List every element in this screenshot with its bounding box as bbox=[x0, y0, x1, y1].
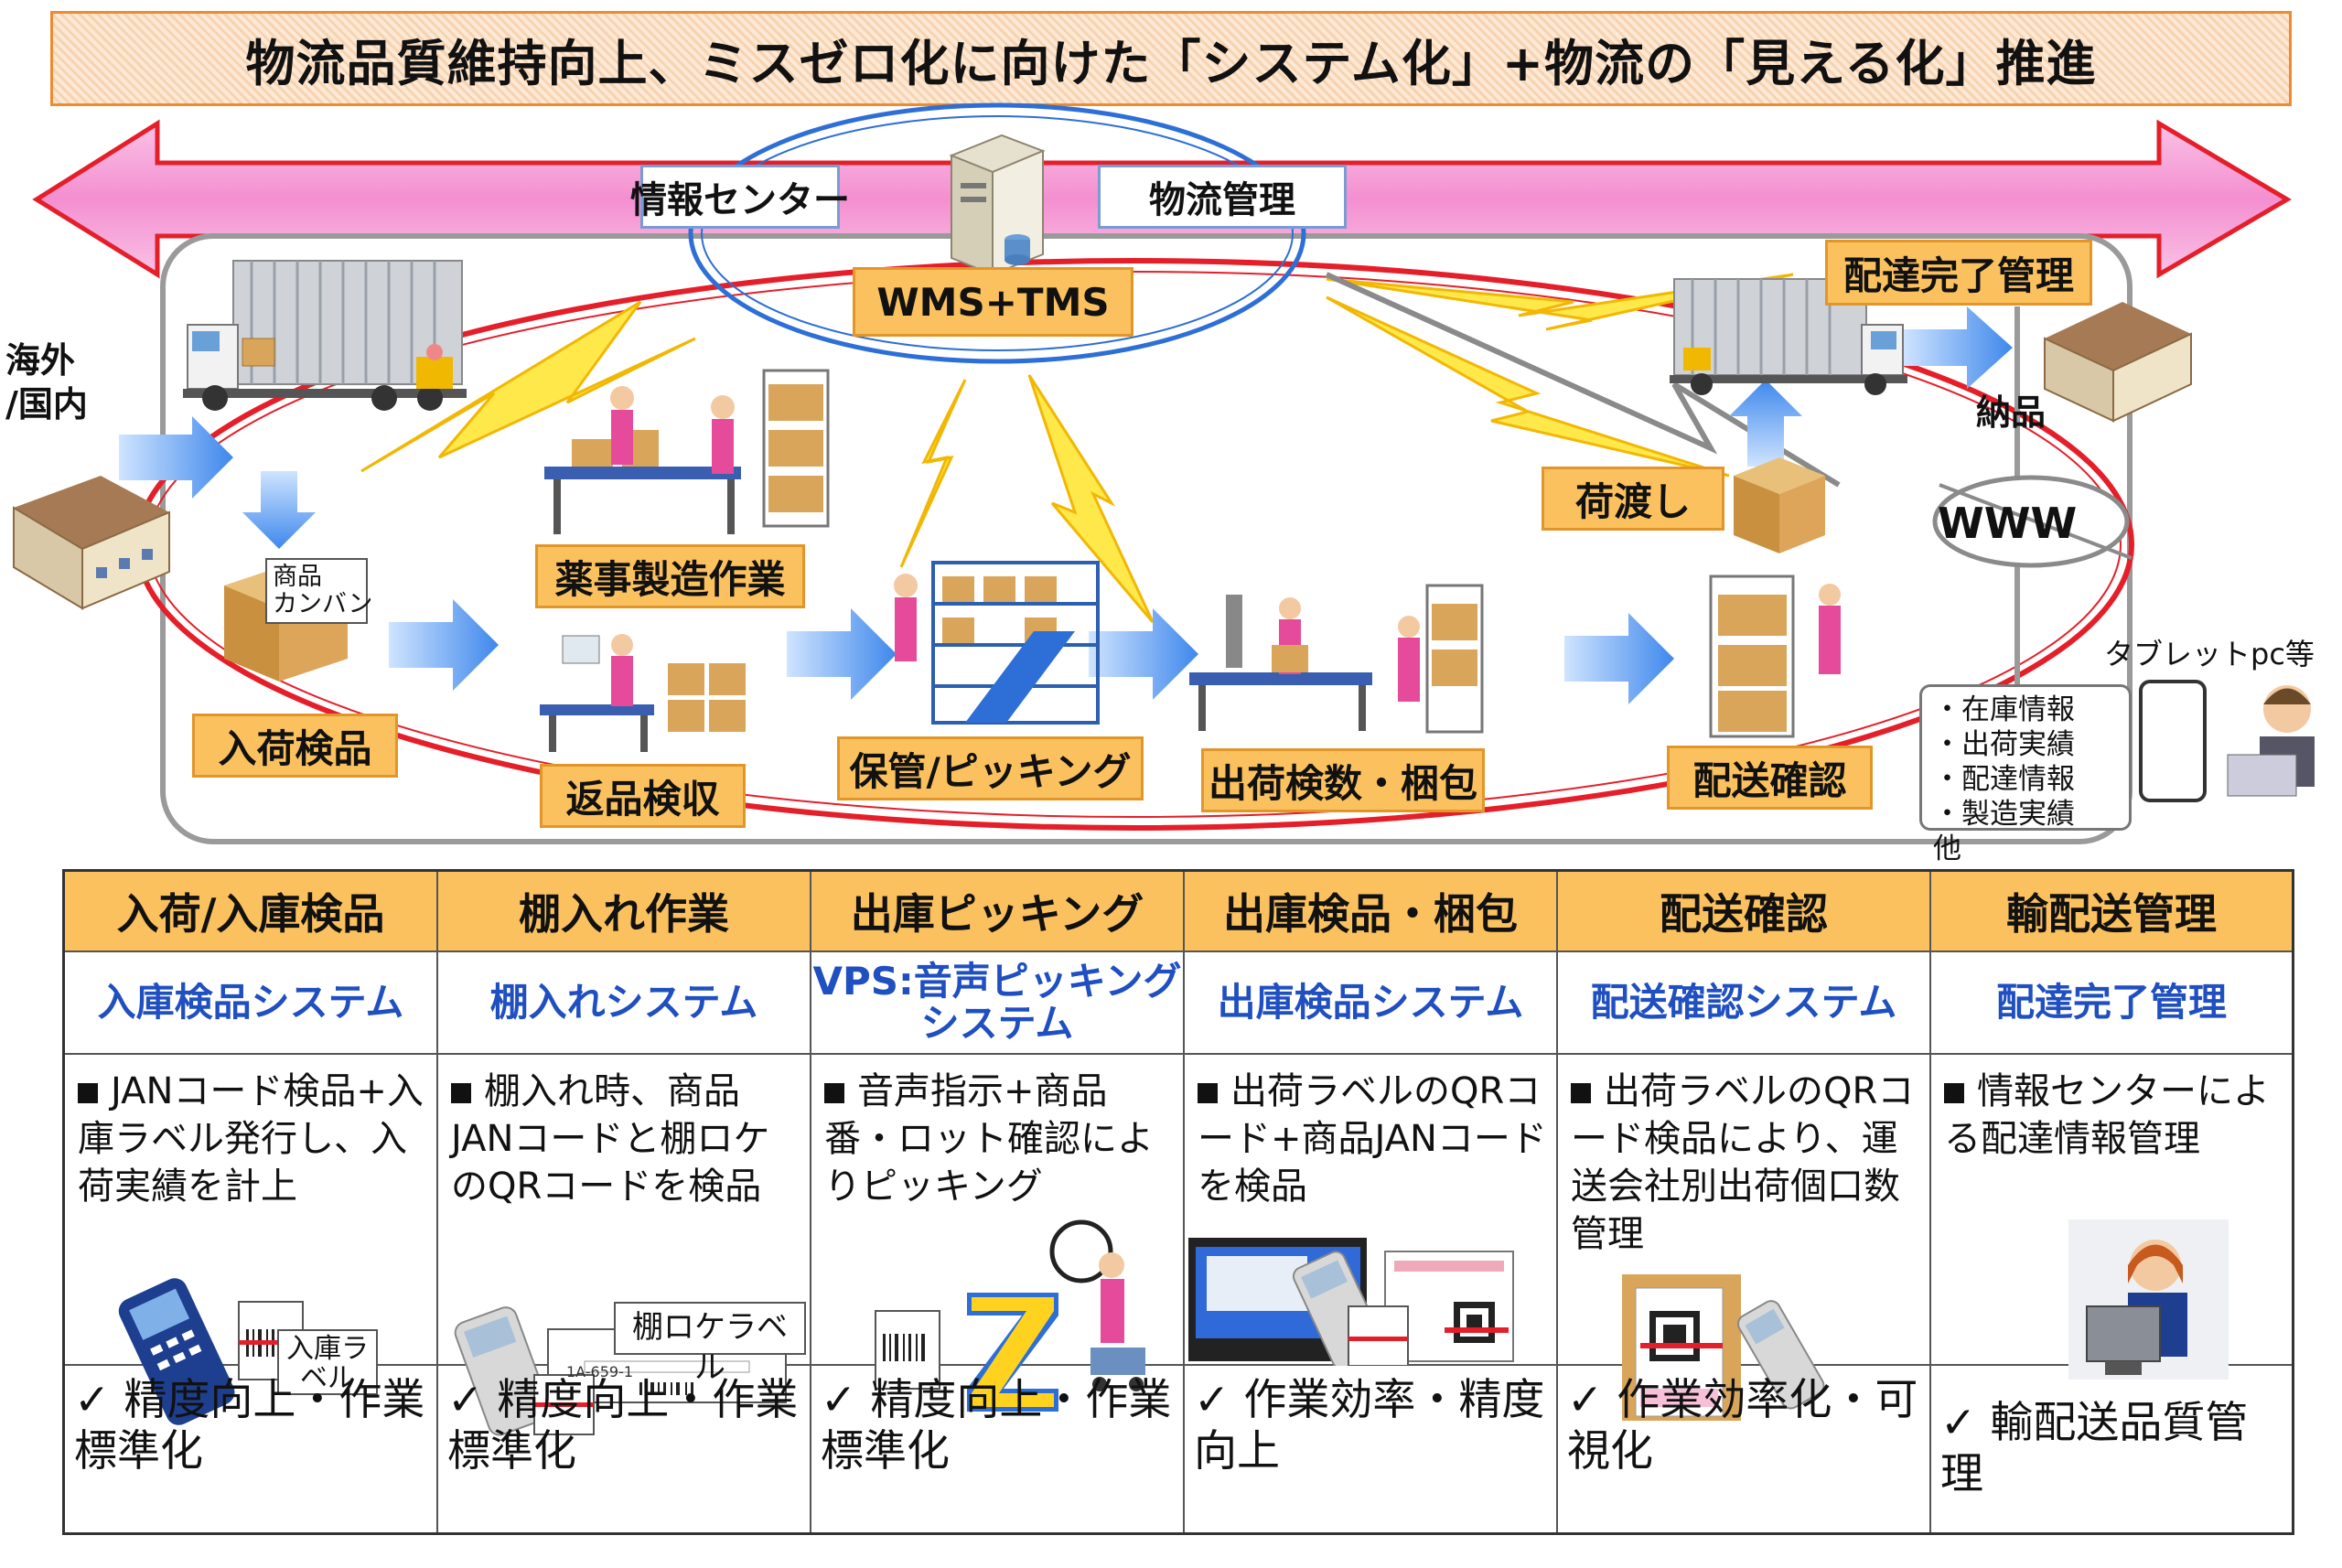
wms-tms-label: WMS+TMS bbox=[853, 267, 1133, 337]
flow-arrow-3 bbox=[787, 608, 897, 700]
flow-arrow-4 bbox=[1089, 608, 1198, 700]
table-column: 出庫検品・梱包 出庫検品システム 出荷ラベルのQRコード+商品JANコードを検品… bbox=[1185, 872, 1558, 1532]
table-column: 輸配送管理 配達完了管理 情報センターによる配達情報管理 ✓ 輸配送品質管理 bbox=[1931, 872, 2292, 1532]
lightning-bolt-mid-left bbox=[899, 379, 967, 568]
lightning-bolt-right-top bbox=[1326, 273, 1794, 331]
info-list-item: ・在庫情報 bbox=[1933, 693, 2075, 726]
description-text: JANコード検品+入庫ラベル発行し、入荷実績を計上 bbox=[78, 1070, 424, 1208]
column-header: 配送確認 bbox=[1558, 872, 1929, 952]
system-name: 出庫検品システム bbox=[1185, 952, 1556, 1055]
picking-rack-illustration bbox=[894, 561, 1100, 725]
voice-picking-illustration bbox=[875, 1219, 1145, 1412]
www-label: WWW bbox=[1938, 499, 2078, 548]
blue-ring bbox=[688, 102, 1306, 364]
info-list-item: ・出荷実績 bbox=[1933, 728, 2075, 761]
description-cell: 出荷ラベルのQRコード+商品JANコードを検品 bbox=[1185, 1055, 1556, 1366]
delivered-label: 納品 bbox=[1976, 392, 2047, 433]
lightning-bolt-right bbox=[1326, 295, 1730, 478]
shelf-location-code: 1A-659-1 bbox=[566, 1363, 634, 1380]
table-column: 棚入れ作業 棚入れシステム 棚入れ時、商品JANコードと棚ロケのQRコードを検品… bbox=[438, 872, 811, 1532]
column-header: 棚入れ作業 bbox=[438, 872, 810, 952]
info-center-label: 情報センター bbox=[630, 165, 850, 229]
handover-label: 荷渡し bbox=[1542, 467, 1724, 531]
description-text: 出荷ラベルのQRコード+商品JANコードを検品 bbox=[1198, 1070, 1547, 1208]
description-cell: 棚入れ時、商品JANコードと棚ロケのQRコードを検品 bbox=[438, 1055, 810, 1366]
lightning-bolt-left bbox=[360, 300, 696, 473]
result-cell: ✓ 輸配送品質管理 bbox=[1940, 1398, 2249, 1499]
result-cell: ✓ 精度向上・作業標準化 bbox=[447, 1375, 799, 1477]
column-header: 入荷/入庫検品 bbox=[65, 872, 436, 952]
shelf-location-label-note: 棚ロケラベル bbox=[614, 1302, 806, 1386]
result-cell: ✓ 精度向上・作業標準化 bbox=[74, 1375, 425, 1477]
storage-picking-label: 保管/ピッキング bbox=[837, 736, 1144, 800]
bullet-square-icon bbox=[451, 1083, 471, 1103]
description-text: 音声指示+商品番・ロット確認によりピッキング bbox=[824, 1070, 1154, 1208]
info-list-bubble: ・在庫情報 ・出荷実績 ・配達情報 ・製造実績 他 bbox=[1919, 684, 2132, 865]
description-text: 情報センターによる配達情報管理 bbox=[1944, 1070, 2270, 1160]
returns-label: 返品検収 bbox=[540, 764, 746, 828]
banner-title: 物流品質維持向上、ミスゼロ化に向けた「システム化」+物流の「見える化」推進 bbox=[50, 11, 2292, 106]
warehouse-left bbox=[13, 476, 170, 610]
description-text: 出荷ラベルのQRコード検品により、運送会社別出荷個口数管理 bbox=[1571, 1070, 1915, 1255]
description-cell: 情報センターによる配達情報管理 bbox=[1931, 1055, 2292, 1366]
description-cell: 出荷ラベルのQRコード検品により、運送会社別出荷個口数管理 bbox=[1558, 1055, 1929, 1366]
column-header: 出庫ピッキング bbox=[811, 872, 1183, 952]
boxes-handover bbox=[1734, 457, 1825, 553]
info-list-item: ・配達情報 bbox=[1933, 763, 2075, 796]
flow-arrow-5 bbox=[1564, 613, 1674, 704]
result-cell: ✓ 精度向上・作業標準化 bbox=[821, 1375, 1172, 1477]
bullet-square-icon bbox=[1198, 1083, 1218, 1103]
description-cell: JANコード検品+入庫ラベル発行し、入荷実績を計上 bbox=[65, 1055, 436, 1366]
logistics-diagram-graphics bbox=[13, 102, 2315, 844]
warehouse-right bbox=[2044, 302, 2192, 423]
system-name: 棚入れシステム bbox=[438, 952, 810, 1055]
column-header: 輸配送管理 bbox=[1931, 872, 2292, 952]
delivery-check-illustration bbox=[1709, 575, 1841, 738]
result-cell: ✓ 作業効率化・可視化 bbox=[1567, 1375, 1918, 1477]
result-cell: ✓ 作業効率・精度向上 bbox=[1194, 1375, 1545, 1477]
description-text: 棚入れ時、商品JANコードと棚ロケのQRコードを検品 bbox=[451, 1070, 770, 1208]
flow-arrow-6 bbox=[1903, 306, 2013, 389]
system-name: 入庫検品システム bbox=[65, 952, 436, 1055]
tablet-label: タブレットpc等 bbox=[2104, 637, 2315, 671]
pharma-workstation-illustration bbox=[544, 369, 830, 534]
bullet-square-icon bbox=[78, 1083, 98, 1103]
table-column: 出庫ピッキング VPS:音声ピッキングシステム 音声指示+商品番・ロット確認によ… bbox=[811, 872, 1185, 1532]
table-column: 入荷/入庫検品 入庫検品システム JANコード検品+入庫ラベル発行し、入荷実績を… bbox=[65, 872, 438, 1532]
tablet-illustration bbox=[2139, 680, 2315, 802]
process-table: 入荷/入庫検品 入庫検品システム JANコード検品+入庫ラベル発行し、入荷実績を… bbox=[62, 869, 2294, 1535]
shipping-label-scanner-illustration bbox=[1622, 1274, 1825, 1421]
column-header: 出庫検品・梱包 bbox=[1185, 872, 1556, 952]
delivery-confirm-label: 配送確認 bbox=[1667, 746, 1873, 810]
logistics-mgmt-label: 物流管理 bbox=[1098, 165, 1347, 229]
pc-scanner-illustration bbox=[1188, 1238, 1514, 1366]
goods-kanban-note: 商品 カンバン bbox=[265, 558, 372, 624]
table-column: 配送確認 配送確認システム 出荷ラベルのQRコード検品により、運送会社別出荷個口… bbox=[1558, 872, 1931, 1532]
info-list-item: ・製造実績 他 bbox=[1933, 798, 2103, 865]
receiving-inspection-label: 入荷検品 bbox=[192, 714, 398, 778]
delivery-complete-label: 配達完了管理 bbox=[1825, 240, 2092, 306]
flow-arrow-up bbox=[1729, 380, 1802, 467]
returns-workstation-illustration bbox=[540, 634, 746, 752]
bullet-square-icon bbox=[1571, 1083, 1591, 1103]
shipping-packing-label: 出荷検数・梱包 bbox=[1201, 748, 1485, 812]
truck-left bbox=[183, 260, 467, 411]
flow-arrow-down bbox=[242, 471, 316, 549]
flow-arrow-2 bbox=[389, 599, 499, 691]
overseas-label: 海外 /国内 bbox=[5, 340, 88, 424]
bullet-square-icon bbox=[1944, 1083, 1964, 1103]
flow-arrow-1 bbox=[119, 416, 233, 499]
system-name: 配送確認システム bbox=[1558, 952, 1929, 1055]
bullet-square-icon bbox=[824, 1083, 844, 1103]
pharma-work-label: 薬事製造作業 bbox=[535, 544, 805, 608]
system-name: 配達完了管理 bbox=[1931, 952, 2292, 1055]
operator-illustration bbox=[2068, 1219, 2229, 1380]
shipping-workstation-illustration bbox=[1189, 584, 1484, 734]
receiving-label-note: 入庫ラベル bbox=[277, 1329, 378, 1395]
server-icon bbox=[949, 134, 1046, 276]
system-name: VPS:音声ピッキングシステム bbox=[811, 952, 1183, 1055]
